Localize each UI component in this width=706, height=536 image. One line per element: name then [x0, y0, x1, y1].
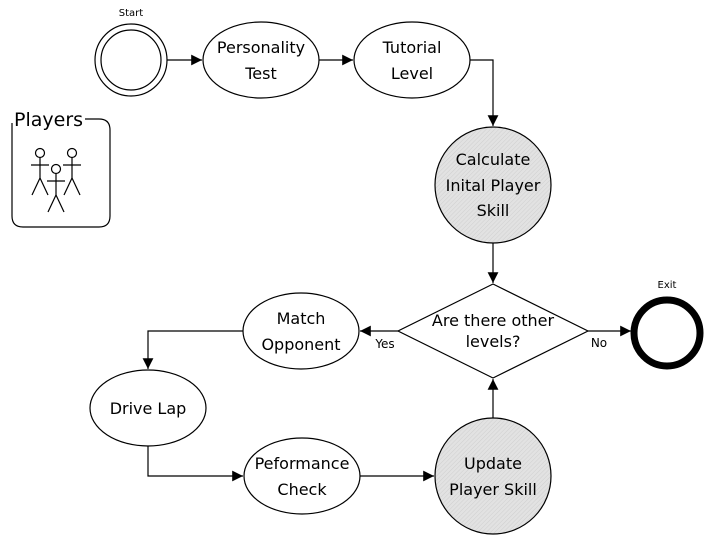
arrow-drive-to-performance — [147, 446, 243, 482]
calculate-skill-node: Calculate Inital Player Skill — [434, 126, 552, 244]
performance-check-line-2: Check — [277, 480, 327, 499]
connectors — [142, 54, 631, 482]
calculate-skill-line-3: Skill — [477, 201, 510, 220]
drive-lap-label: Drive Lap — [110, 399, 187, 418]
update-skill-line-2: Player Skill — [449, 480, 537, 499]
exit-label: Exit — [658, 280, 677, 291]
performance-check-node: Peformance Check — [243, 437, 361, 515]
start-label: Start — [119, 8, 144, 19]
start-node: Start — [94, 8, 168, 97]
edge-label-yes: Yes — [374, 337, 394, 351]
players-group: Players — [11, 109, 111, 228]
tutorial-level-line-2: Level — [391, 64, 433, 83]
match-opponent-node: Match Opponent — [242, 292, 360, 370]
personality-test-line-2: Test — [244, 64, 277, 83]
performance-check-line-1: Peformance — [255, 454, 350, 473]
decision-line-1: Are there other — [432, 311, 555, 330]
tutorial-level-line-1: Tutorial — [382, 38, 442, 57]
calculate-skill-line-2: Inital Player — [446, 176, 541, 195]
match-opponent-line-2: Opponent — [261, 335, 340, 354]
calculate-skill-line-1: Calculate — [456, 150, 531, 169]
update-skill-node: Update Player Skill — [434, 417, 552, 535]
update-skill-line-1: Update — [464, 454, 522, 473]
actor-icon — [31, 147, 81, 213]
match-opponent-line-1: Match — [277, 309, 326, 328]
edge-label-no: No — [591, 336, 607, 350]
tutorial-level-node: Tutorial Level — [353, 21, 471, 99]
decision-line-2: levels? — [466, 332, 521, 351]
personality-test-node: Personality Test — [202, 21, 320, 99]
players-group-border — [11, 118, 111, 228]
arrow-match-to-drive — [142, 330, 243, 369]
exit-node: Exit — [630, 280, 704, 370]
arrow-tutorial-to-calculate — [470, 59, 499, 126]
players-group-title: Players — [14, 109, 83, 131]
decision-node: Are there other levels? — [396, 283, 590, 379]
drive-lap-node: Drive Lap — [89, 369, 207, 447]
personality-test-line-1: Personality — [217, 38, 305, 57]
